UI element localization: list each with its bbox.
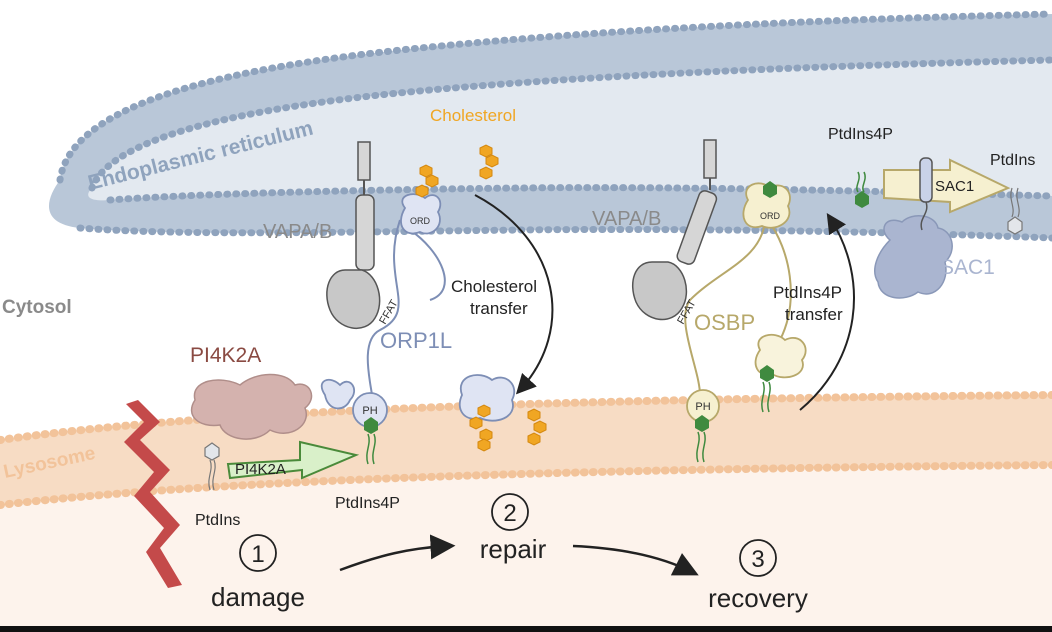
vap-protein-left — [326, 141, 381, 329]
pi4k2a-top-label: PI4K2A — [190, 344, 261, 367]
step-1-number: 1 — [251, 541, 264, 568]
er-membrane — [48, 10, 1052, 242]
damage-lightning-icon — [124, 400, 182, 588]
chol-transfer-line1: Cholesterol — [451, 277, 537, 296]
ptdins-headgroup-icon — [204, 442, 220, 491]
vapab-left-label: VAPA/B — [263, 221, 332, 243]
ptdins4p-ph-right-icon — [695, 415, 709, 463]
ptdins4p-upper-label: PtdIns4P — [828, 126, 893, 143]
vapab-right-label: VAPA/B — [592, 208, 661, 230]
step-arrow-2 — [572, 544, 699, 576]
orp1l-label: ORP1L — [380, 328, 452, 353]
pi4k2a-protein — [190, 373, 313, 440]
ord-right-label: ORD — [760, 211, 781, 221]
sac1-arrow — [883, 158, 1011, 214]
step-1-label: damage — [211, 582, 305, 612]
chol-transfer-line2: transfer — [470, 299, 528, 318]
sac1-protein-label: SAC1 — [940, 256, 995, 279]
step-3: 3 recovery — [708, 539, 808, 613]
step-3-number: 3 — [751, 546, 764, 573]
cholesterol-label: Cholesterol — [430, 106, 516, 125]
ptdins4p-ord-icon — [763, 181, 777, 198]
ord-left-label: ORD — [410, 216, 431, 226]
ptdins4p-left-icon — [364, 417, 378, 465]
ptdins-lower-label: PtdIns — [195, 512, 240, 529]
vap-protein-right — [631, 139, 718, 321]
ptdins4p-upper-icon — [855, 171, 869, 208]
cytosol-label: Cytosol — [2, 297, 72, 318]
pi4k2a-arrow — [226, 440, 360, 480]
bottom-border — [0, 626, 1052, 632]
ph-right-label: PH — [695, 401, 710, 413]
step-2-label: repair — [480, 534, 547, 564]
step-2-number: 2 — [503, 500, 516, 527]
ptdins-upper-icon — [1007, 187, 1023, 235]
step-3-label: recovery — [708, 583, 808, 613]
orp1l-protein — [320, 193, 446, 428]
sac1-arrow-label: SAC1 — [935, 178, 974, 195]
osbp-label: OSBP — [694, 310, 755, 335]
step-1: 1 damage — [211, 534, 305, 612]
cholesterol-transfer-arrow — [474, 194, 554, 395]
ptdins4p-transfer-arrow — [799, 212, 855, 411]
ph-left-label: PH — [362, 405, 377, 417]
cholesterol-molecules — [415, 144, 547, 452]
pi4p-transfer-line1: PtdIns4P — [773, 283, 842, 302]
ptdins4p-osbp-icon — [760, 365, 774, 413]
sac1-protein — [874, 215, 953, 299]
ptdins4p-lower-label: PtdIns4P — [335, 495, 400, 512]
step-arrow-1 — [339, 534, 456, 572]
sac1-transmembrane — [919, 157, 933, 203]
pi4k2a-arrow-label: PI4K2A — [235, 461, 286, 478]
orp1l-ord-lower — [458, 374, 515, 422]
ptdins-upper-label: PtdIns — [990, 152, 1035, 169]
sac1-linker — [920, 201, 928, 231]
pi4p-transfer-line2: transfer — [785, 305, 843, 324]
step-2: 2 repair — [480, 493, 547, 564]
